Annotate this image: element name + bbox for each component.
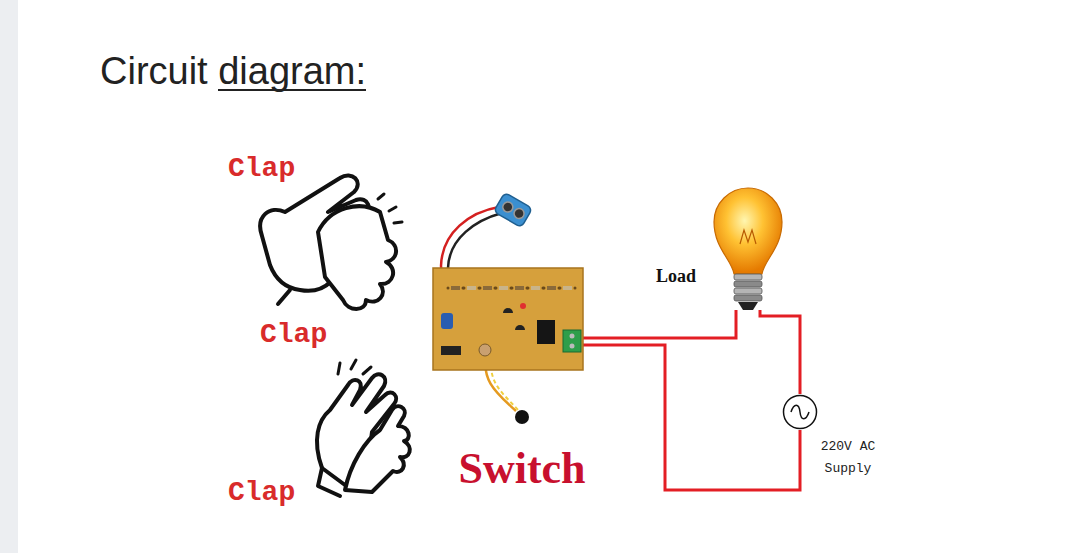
clap-hands-top-part xyxy=(318,206,396,309)
switch-board-shape-part-part xyxy=(543,287,546,290)
ac-source-shape-part xyxy=(784,396,817,429)
switch-board-shape xyxy=(433,268,583,370)
switch-board: Switch xyxy=(433,268,583,370)
title-wrap: Circuit diagram: xyxy=(100,50,366,94)
switch-board-shape-part-part xyxy=(463,287,466,290)
battery-snap-part-part xyxy=(501,200,515,214)
switch-board-shape-part-part xyxy=(499,286,508,290)
clap-hands-bottom-part xyxy=(338,360,371,374)
switch-board-shape-part-part xyxy=(511,287,514,290)
load-bulb-shape-part xyxy=(734,295,762,301)
switch-board-shape-part-part xyxy=(559,287,562,290)
switch-board-shape-part-part xyxy=(441,346,461,355)
load-bulb-shape-part xyxy=(734,274,762,280)
clap-hands-top-part xyxy=(378,194,402,223)
switch-board-shape-part-part xyxy=(574,287,577,290)
switch-board-shape-part xyxy=(441,286,581,356)
switch-board-shape-part-part xyxy=(515,325,525,330)
label-wrap: Clap xyxy=(228,154,295,185)
clap-hands-bottom-part xyxy=(318,468,340,496)
load-bulb-shape-part xyxy=(734,281,762,287)
clap-label: Clap xyxy=(260,320,327,351)
ac-source: 220V AC Supply xyxy=(782,394,818,430)
switch-board-shape-part-part xyxy=(462,287,465,290)
clap-hands-top-part xyxy=(278,290,290,304)
battery-snap-part xyxy=(494,192,533,227)
clap-label: Clap xyxy=(228,478,295,509)
switch-board-shape-part-part xyxy=(570,344,575,349)
load-bulb: Load xyxy=(712,182,784,310)
load-bulb-shape-part xyxy=(734,288,762,294)
switch-board-shape-part-part xyxy=(483,286,492,290)
battery-snap-part-part xyxy=(494,192,533,227)
switch-board-shape-part-part xyxy=(467,286,476,290)
load-bulb-shape-part xyxy=(714,188,782,274)
wire xyxy=(760,310,800,394)
battery-snap-part-part xyxy=(512,207,526,221)
switch-board-shape-part-part xyxy=(479,344,491,356)
wire xyxy=(583,345,800,490)
clap-hands-top xyxy=(260,175,402,309)
switch-board-shape-part-part xyxy=(447,287,450,290)
switch-board-shape-part-part xyxy=(570,334,575,339)
switch-board-shape-part-part xyxy=(494,287,497,290)
switch-board-shape-part-part xyxy=(527,287,530,290)
ac-source-shape-part xyxy=(791,405,809,419)
microphone-part xyxy=(515,410,529,424)
wire xyxy=(583,310,736,338)
side-strip xyxy=(0,0,18,553)
load-bulb-shape-part xyxy=(740,230,756,244)
switch-board-shape-part-part xyxy=(547,286,556,290)
switch-board-shape-part-part xyxy=(537,320,555,344)
load-bulb-shape xyxy=(712,182,784,310)
switch-board-shape-part-part xyxy=(526,287,529,290)
switch-board-shape-part-part xyxy=(441,313,453,329)
clap-label: Clap xyxy=(228,154,295,185)
label-wrap: Clap xyxy=(228,478,295,509)
switch-board-shape-part-part xyxy=(495,287,498,290)
switch-board-shape-part-part xyxy=(558,287,561,290)
switch-board-shape-part-part xyxy=(479,287,482,290)
title-underline xyxy=(218,89,366,91)
switch-board-shape-part-part xyxy=(451,286,460,290)
clap-hands-bottom xyxy=(317,360,410,496)
switch-board-shape-part-part xyxy=(510,287,513,290)
clap-hands-bottom-part xyxy=(345,406,410,492)
ac-source-shape xyxy=(782,394,818,430)
switch-board-shape-part xyxy=(433,268,583,370)
title: Circuit diagram: xyxy=(100,50,366,94)
switch-board-shape-part-part xyxy=(503,308,513,313)
switch-board-shape-part-part xyxy=(531,286,540,290)
label-wrap: Clap xyxy=(260,320,327,351)
ac-source-text: 220V AC Supply xyxy=(807,436,889,480)
switch-board-shape-part-part xyxy=(520,303,526,309)
switch-board-shape-part-part xyxy=(563,286,572,290)
load-bulb-shape-part xyxy=(738,302,758,310)
switch-board-shape-part-part xyxy=(515,286,524,290)
switch-board-shape-part-part xyxy=(478,287,481,290)
load-bulb-text: Load xyxy=(656,266,716,288)
switch-board-shape-part-part xyxy=(563,330,581,352)
switch-board-text: Switch xyxy=(427,445,617,493)
switch-board-shape-part-part xyxy=(542,287,545,290)
